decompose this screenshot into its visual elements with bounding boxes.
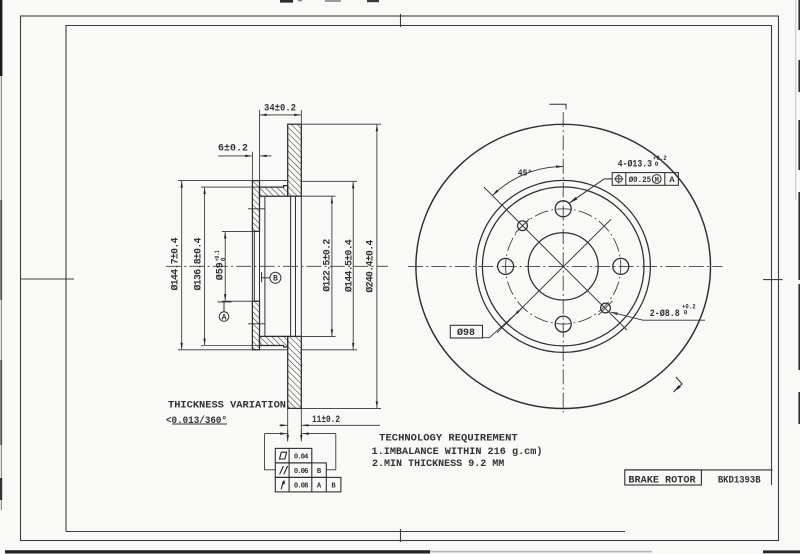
svg-text:0: 0	[684, 309, 688, 316]
svg-text:A: A	[669, 175, 675, 185]
svg-text:A: A	[222, 313, 227, 322]
svg-text:0.08: 0.08	[294, 483, 308, 491]
svg-text:45°: 45°	[518, 168, 533, 179]
svg-text:Ø240.4±0.4: Ø240.4±0.4	[365, 240, 376, 293]
svg-text:A: A	[317, 483, 322, 491]
svg-text:TECHNOLOGY REQUIREMENT: TECHNOLOGY REQUIREMENT	[379, 434, 518, 445]
svg-text:+0.1: +0.1	[214, 250, 221, 261]
svg-text:4-Ø13.3: 4-Ø13.3	[618, 158, 652, 170]
svg-text:THICKNESS VARIATION: THICKNESS VARIATION	[168, 401, 286, 412]
svg-text:B: B	[331, 483, 336, 491]
svg-text:+0.2: +0.2	[682, 304, 696, 311]
svg-text:Ø0.25: Ø0.25	[629, 175, 652, 185]
svg-text:Ø136.8±0.4: Ø136.8±0.4	[192, 237, 203, 290]
svg-text:0.04: 0.04	[294, 454, 309, 462]
svg-text:2-Ø8.8: 2-Ø8.8	[650, 308, 680, 320]
svg-text:1.IMBALANCE WITHIN 216 g.cm): 1.IMBALANCE WITHIN 216 g.cm)	[372, 446, 543, 458]
svg-text:BRAKE ROTOR: BRAKE ROTOR	[628, 475, 695, 486]
svg-text:+0.2: +0.2	[653, 155, 667, 162]
svg-text:Ø98: Ø98	[457, 327, 475, 339]
svg-text:0: 0	[655, 161, 659, 168]
svg-text:BKD1393B: BKD1393B	[718, 475, 761, 486]
svg-text:Ø122.5±0.2: Ø122.5±0.2	[322, 239, 333, 292]
svg-text:M: M	[655, 177, 659, 185]
svg-text:2.MIN THICKNESS 9.2 MM: 2.MIN THICKNESS 9.2 MM	[372, 459, 504, 470]
svg-text:0.06: 0.06	[294, 468, 308, 476]
svg-text:Ø144.7±0.4: Ø144.7±0.4	[169, 237, 180, 290]
svg-text:6±0.2: 6±0.2	[218, 144, 248, 155]
svg-text:Ø59: Ø59	[214, 262, 226, 280]
svg-text:B: B	[273, 275, 278, 284]
svg-text:34±0.2: 34±0.2	[264, 104, 296, 115]
svg-text:0: 0	[220, 257, 227, 261]
svg-text:Ø144.5±0.4: Ø144.5±0.4	[343, 239, 354, 292]
svg-text:B: B	[317, 468, 322, 476]
svg-text:<0.013/360°: <0.013/360°	[166, 415, 227, 427]
svg-text:11±0.2: 11±0.2	[312, 415, 340, 426]
